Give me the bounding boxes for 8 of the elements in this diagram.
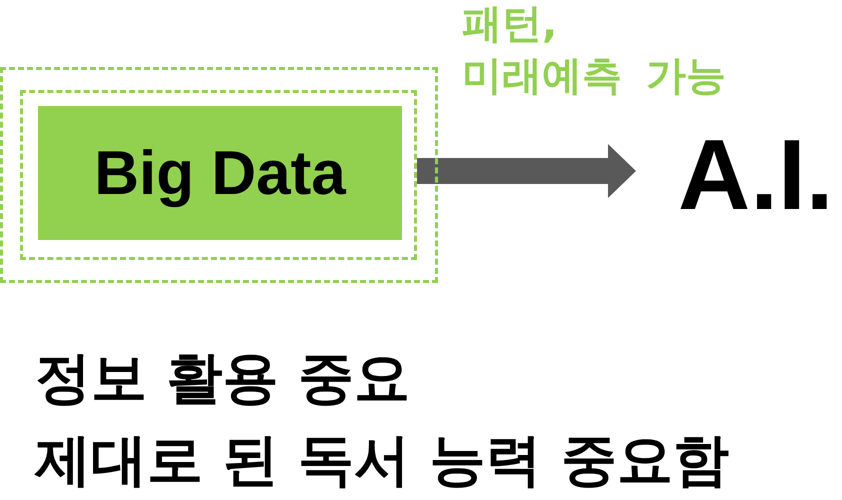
process-box: Big Data xyxy=(38,106,402,240)
dashed-frame xyxy=(0,67,438,283)
note-text: 제대로 된 독서 능력 중요함 xyxy=(35,427,729,494)
node-text: A.I. xyxy=(678,125,834,225)
dashed-frame xyxy=(20,90,417,260)
edge-label: 패턴, 미래예측 가능 xyxy=(462,0,727,101)
arrow xyxy=(417,144,636,198)
note-text: 정보 활용 중요 xyxy=(35,345,410,412)
